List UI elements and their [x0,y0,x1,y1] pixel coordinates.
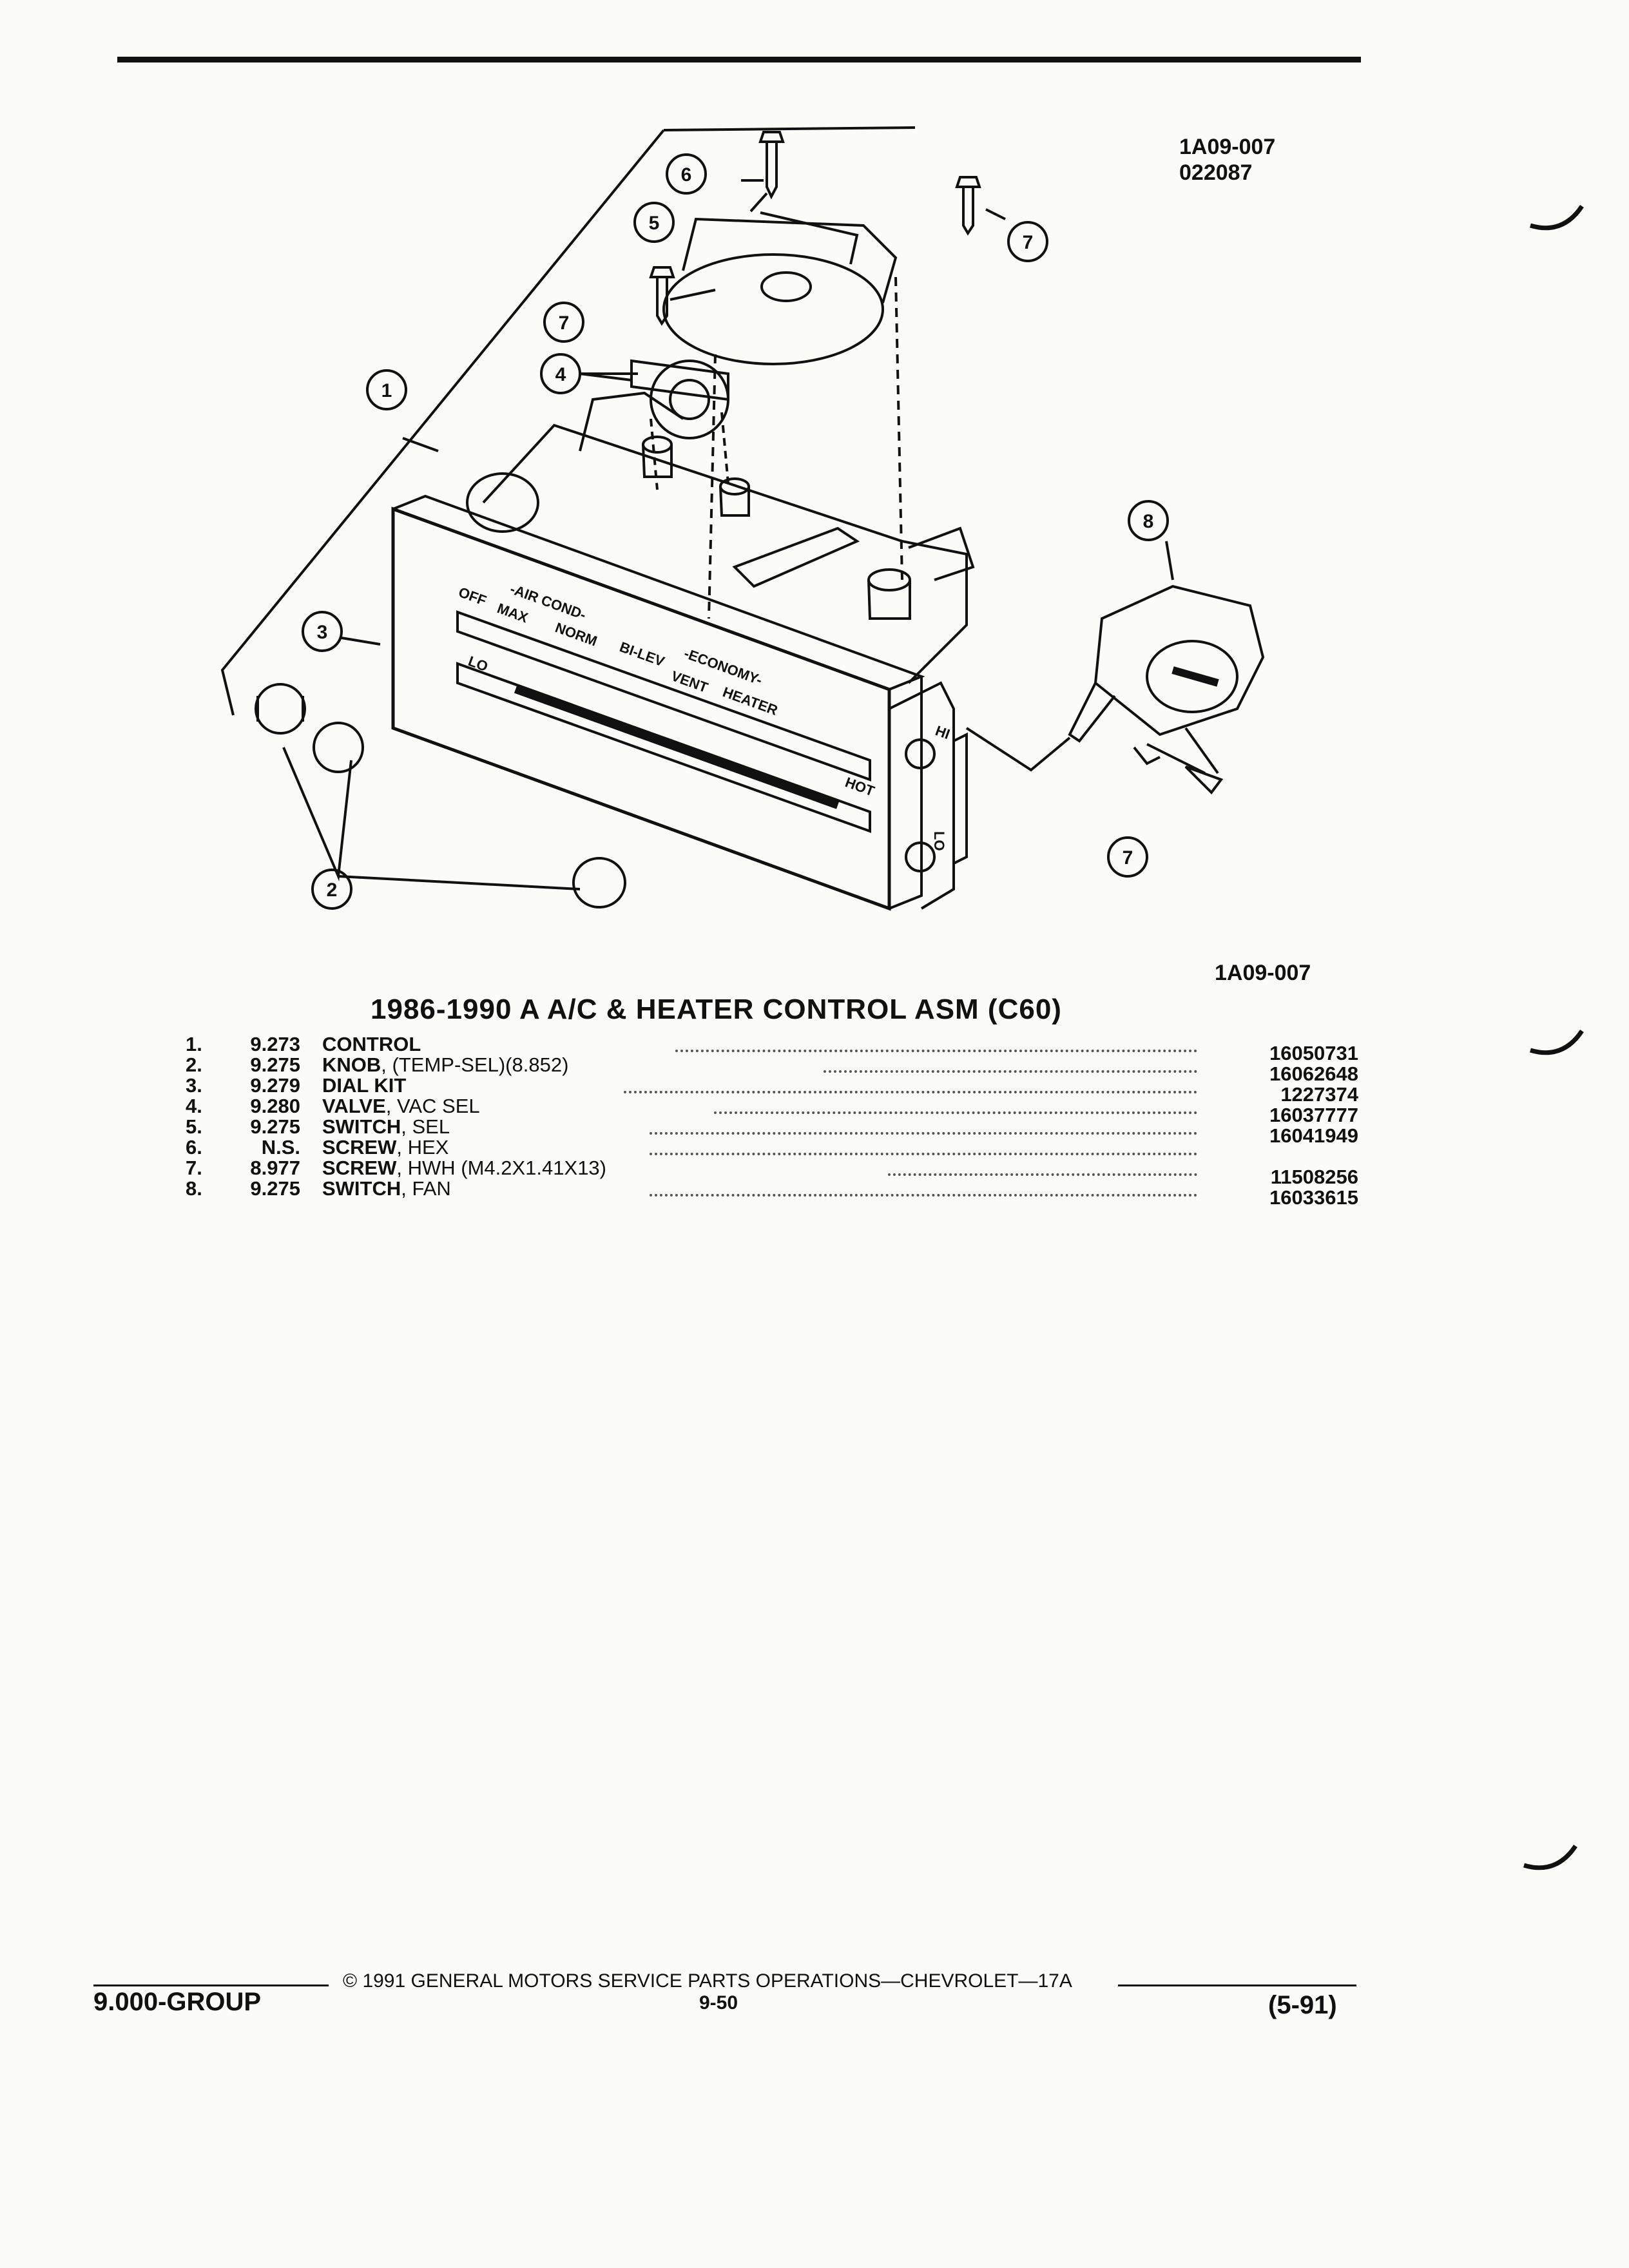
binder-mark [1529,1030,1584,1055]
svg-text:3: 3 [317,622,328,643]
list-item: 7. 8.977 SCREW, HWH (M4.2X1.41X13) 11508… [186,1157,1358,1188]
panel-label-hot: HOT [843,774,877,800]
list-item: 6. N.S. SCREW, HEX [186,1137,1358,1158]
callout-7c: 7 [1107,836,1148,878]
footer-date: (5-91) [1268,1991,1337,2019]
callout-5: 5 [633,202,675,243]
callout-4: 4 [540,353,581,394]
part-number: 1227374 [1280,1083,1358,1106]
callout-7b: 7 [543,302,584,343]
part-number: 16041949 [1269,1124,1358,1147]
list-item: 5. 9.275 SWITCH, SEL 16041949 [186,1115,1358,1147]
exploded-parts-diagram: OFF MAX -AIR COND- NORM BI-LEV -ECONOMY-… [220,126,1265,911]
panel-label-lo: LO [466,653,490,675]
callout-7a: 7 [1007,221,1048,262]
panel-label-lo-fan: LO [931,831,947,851]
svg-text:7: 7 [1123,847,1133,869]
callout-6: 6 [666,153,707,195]
binder-mark [1529,205,1584,231]
callout-1: 1 [366,369,407,410]
panel-label-hi: HI [933,722,952,742]
part-number: 16062648 [1269,1062,1358,1085]
panel-label-bilev: BI-LEV [617,639,667,669]
callout-8: 8 [1128,500,1169,541]
list-item: 4. 9.280 VALVE, VAC SEL 16037777 [186,1095,1358,1126]
part-number: 16033615 [1269,1186,1358,1209]
footer-rule-right [1118,1984,1356,1986]
svg-text:6: 6 [681,164,692,186]
panel-label-heater: HEATER [720,684,780,718]
binder-mark [1523,1845,1577,1870]
list-item: 2. 9.275 KNOB, (TEMP-SEL)(8.852) 1606264… [186,1053,1358,1085]
footer-group: 9.000-GROUP [93,1988,262,2016]
part-number: 11508256 [1270,1166,1358,1188]
part-number: 16050731 [1269,1042,1358,1064]
ref-code: 1A09-007 [1179,135,1276,159]
list-item: 8. 9.275 SWITCH, FAN 16033615 [186,1177,1358,1209]
page-number: 9-50 [699,1992,738,2013]
footer-rule-left [93,1984,329,1986]
list-item: 1. 9.273 CONTROL 16050731 [186,1033,1358,1064]
svg-text:8: 8 [1143,511,1154,532]
svg-text:4: 4 [555,364,566,385]
panel-label-off: OFF [456,584,488,609]
svg-text:1: 1 [381,380,392,401]
callout-3: 3 [302,611,343,652]
top-rule [117,57,1361,62]
list-item: 3. 9.279 DIAL KIT 1227374 [186,1074,1358,1106]
svg-text:5: 5 [649,213,660,234]
svg-text:2: 2 [327,879,338,901]
ref-date: 022087 [1179,160,1253,185]
callout-2: 2 [311,869,352,910]
part-number: 16037777 [1269,1104,1358,1126]
svg-text:7: 7 [559,312,570,334]
copyright: © 1991 GENERAL MOTORS SERVICE PARTS OPER… [343,1970,1072,1992]
parts-list: 1. 9.273 CONTROL 16050731 2. 9.275 KNOB,… [186,1033,1358,1209]
page-title: 1986-1990 A A/C & HEATER CONTROL ASM (C6… [371,994,1062,1025]
panel-label-norm: NORM [553,619,599,649]
svg-text:7: 7 [1023,232,1034,253]
panel-label-max: MAX [495,600,530,626]
diagram-caption: 1A09-007 [1215,961,1311,985]
